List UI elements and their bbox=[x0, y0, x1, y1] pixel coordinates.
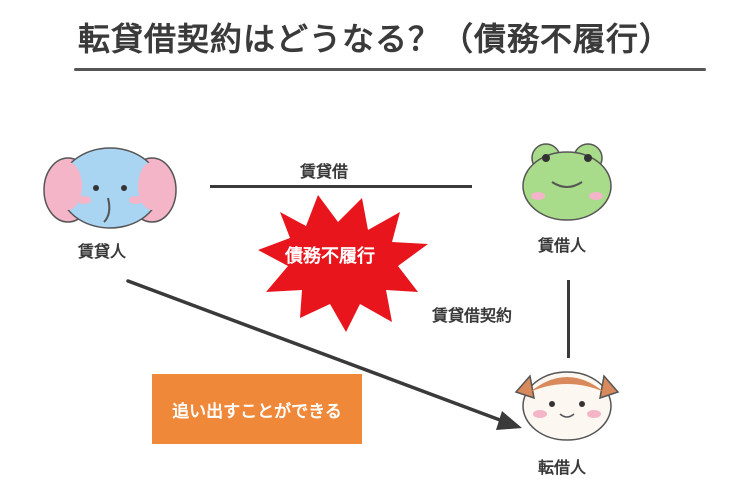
hamster-icon bbox=[514, 371, 620, 441]
lease-label: 賃貸借 bbox=[300, 162, 349, 181]
breach-burst bbox=[258, 195, 428, 332]
elephant-icon bbox=[43, 147, 177, 229]
frog-icon bbox=[522, 143, 612, 221]
page-title: 転貸借契約はどうなる？（債務不履行） bbox=[78, 20, 673, 58]
lessee-label: 賃借人 bbox=[538, 236, 587, 255]
evict-arrow bbox=[126, 279, 522, 430]
sublease-line bbox=[567, 280, 570, 358]
lessor-label: 賃貸人 bbox=[78, 242, 127, 261]
lease-line bbox=[210, 185, 472, 188]
title-underline bbox=[74, 68, 706, 71]
breach-label: 債務不履行 bbox=[285, 246, 375, 267]
sublease-contract-label: 賃貸借契約 bbox=[432, 306, 513, 325]
sublessee-label: 転借人 bbox=[538, 458, 587, 477]
evict-label: 追い出すことができる bbox=[172, 402, 342, 422]
evict-box: 追い出すことができる bbox=[152, 374, 362, 444]
